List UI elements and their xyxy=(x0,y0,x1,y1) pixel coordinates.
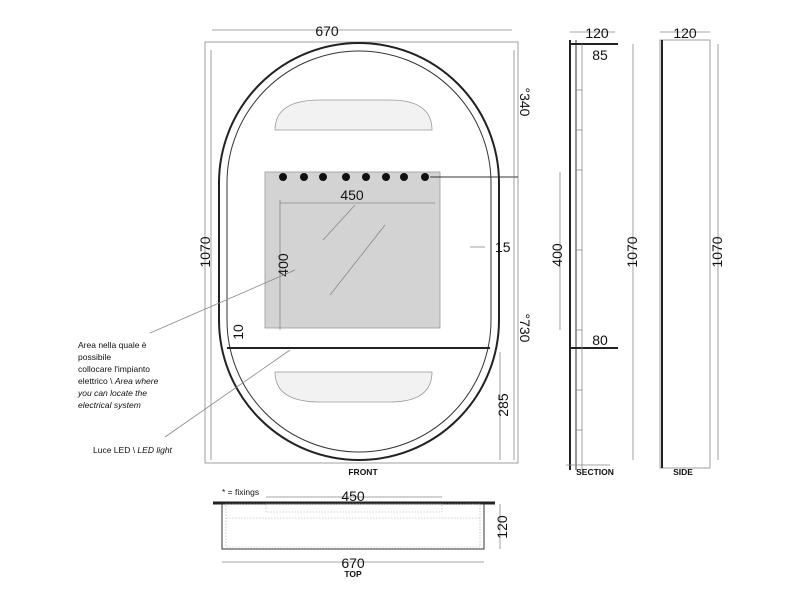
dim-section-shelf: 80 xyxy=(592,332,608,348)
dim-top-width: 670 xyxy=(341,555,365,571)
fixings-dots xyxy=(279,173,429,181)
dim-top-offset: °340 xyxy=(517,88,533,117)
electrical-area xyxy=(264,171,441,329)
led-light-bottom xyxy=(274,371,433,403)
electrical-area-note: Area nella quale è possibile collocare l… xyxy=(77,340,161,410)
dim-front-width: 670 xyxy=(315,23,339,39)
dim-top-depth: 120 xyxy=(494,515,510,539)
dim-section-mirror: 400 xyxy=(549,243,565,267)
front-view: 450 400 15 10 670 1070 °340 °730 285 FRO… xyxy=(197,23,533,477)
dim-led-height: 285 xyxy=(495,393,511,417)
fixings-legend: * = fixings xyxy=(222,487,259,497)
dim-section-top: 85 xyxy=(592,47,608,63)
section-view: 120 85 400 80 1070 SECTION xyxy=(549,25,640,477)
dim-mirror-height: 400 xyxy=(275,253,291,277)
top-label: TOP xyxy=(344,569,362,579)
glass-reflection-icon xyxy=(322,204,356,241)
front-bounding-box xyxy=(204,41,519,464)
mirror-outer-frame xyxy=(218,42,500,461)
led-light-top xyxy=(274,99,433,131)
dim-mirror-width: 450 xyxy=(340,187,364,203)
side-view: 120 1070 SIDE xyxy=(659,25,725,477)
section-label: SECTION xyxy=(576,467,614,477)
dim-top-mirror-width: 450 xyxy=(341,488,365,504)
dim-gap: 15 xyxy=(495,239,511,255)
front-label: FRONT xyxy=(348,467,378,477)
dim-section-depth: 120 xyxy=(585,25,609,41)
mirror-inner-frame xyxy=(226,50,492,453)
dim-section-height: 1070 xyxy=(624,236,640,267)
dim-bottom-offset: °730 xyxy=(517,314,533,343)
dim-front-height: 1070 xyxy=(197,236,213,267)
annotations: Area nella quale è possibile collocare l… xyxy=(77,269,296,497)
side-label: SIDE xyxy=(673,467,693,477)
led-light-note: Luce LED \ LED light xyxy=(93,445,173,455)
dim-side-height: 1070 xyxy=(709,236,725,267)
dim-side-depth: 120 xyxy=(673,25,697,41)
top-view: 450 670 120 TOP xyxy=(213,488,510,579)
dim-shelf: 10 xyxy=(230,324,246,340)
